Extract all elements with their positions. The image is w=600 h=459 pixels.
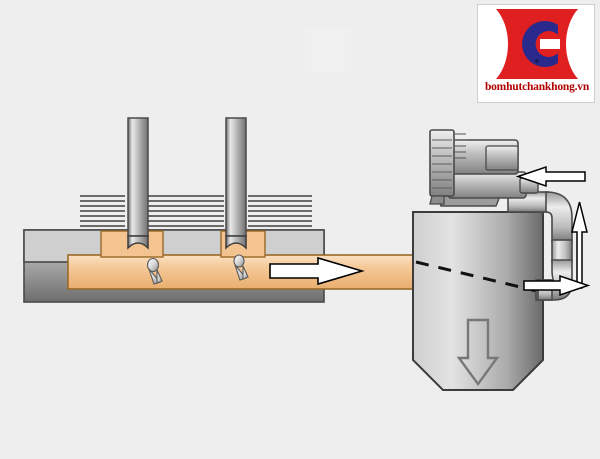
logo-text: bomhutchankhong.vn xyxy=(484,81,590,93)
hopper-discharge-arrow xyxy=(456,318,500,387)
logo-mark-icon xyxy=(496,9,578,79)
chip-debris xyxy=(146,254,249,285)
collection-tank xyxy=(412,211,544,391)
background-faint-rect xyxy=(305,28,351,72)
drill-bit-right xyxy=(225,235,247,250)
drill-bit-left xyxy=(127,235,149,250)
duct-flow-arrow xyxy=(269,256,365,286)
logo: bomhutchankhong.vn xyxy=(477,4,595,103)
drill-spindle-left xyxy=(127,117,149,250)
pipe-riser-arrow xyxy=(571,201,588,289)
drill-spindle-right xyxy=(225,117,247,250)
workpiece xyxy=(80,195,312,227)
blower-inlet-arrow xyxy=(515,165,586,188)
tank-return-arrow xyxy=(523,274,591,297)
side-channel-blower xyxy=(429,129,539,207)
